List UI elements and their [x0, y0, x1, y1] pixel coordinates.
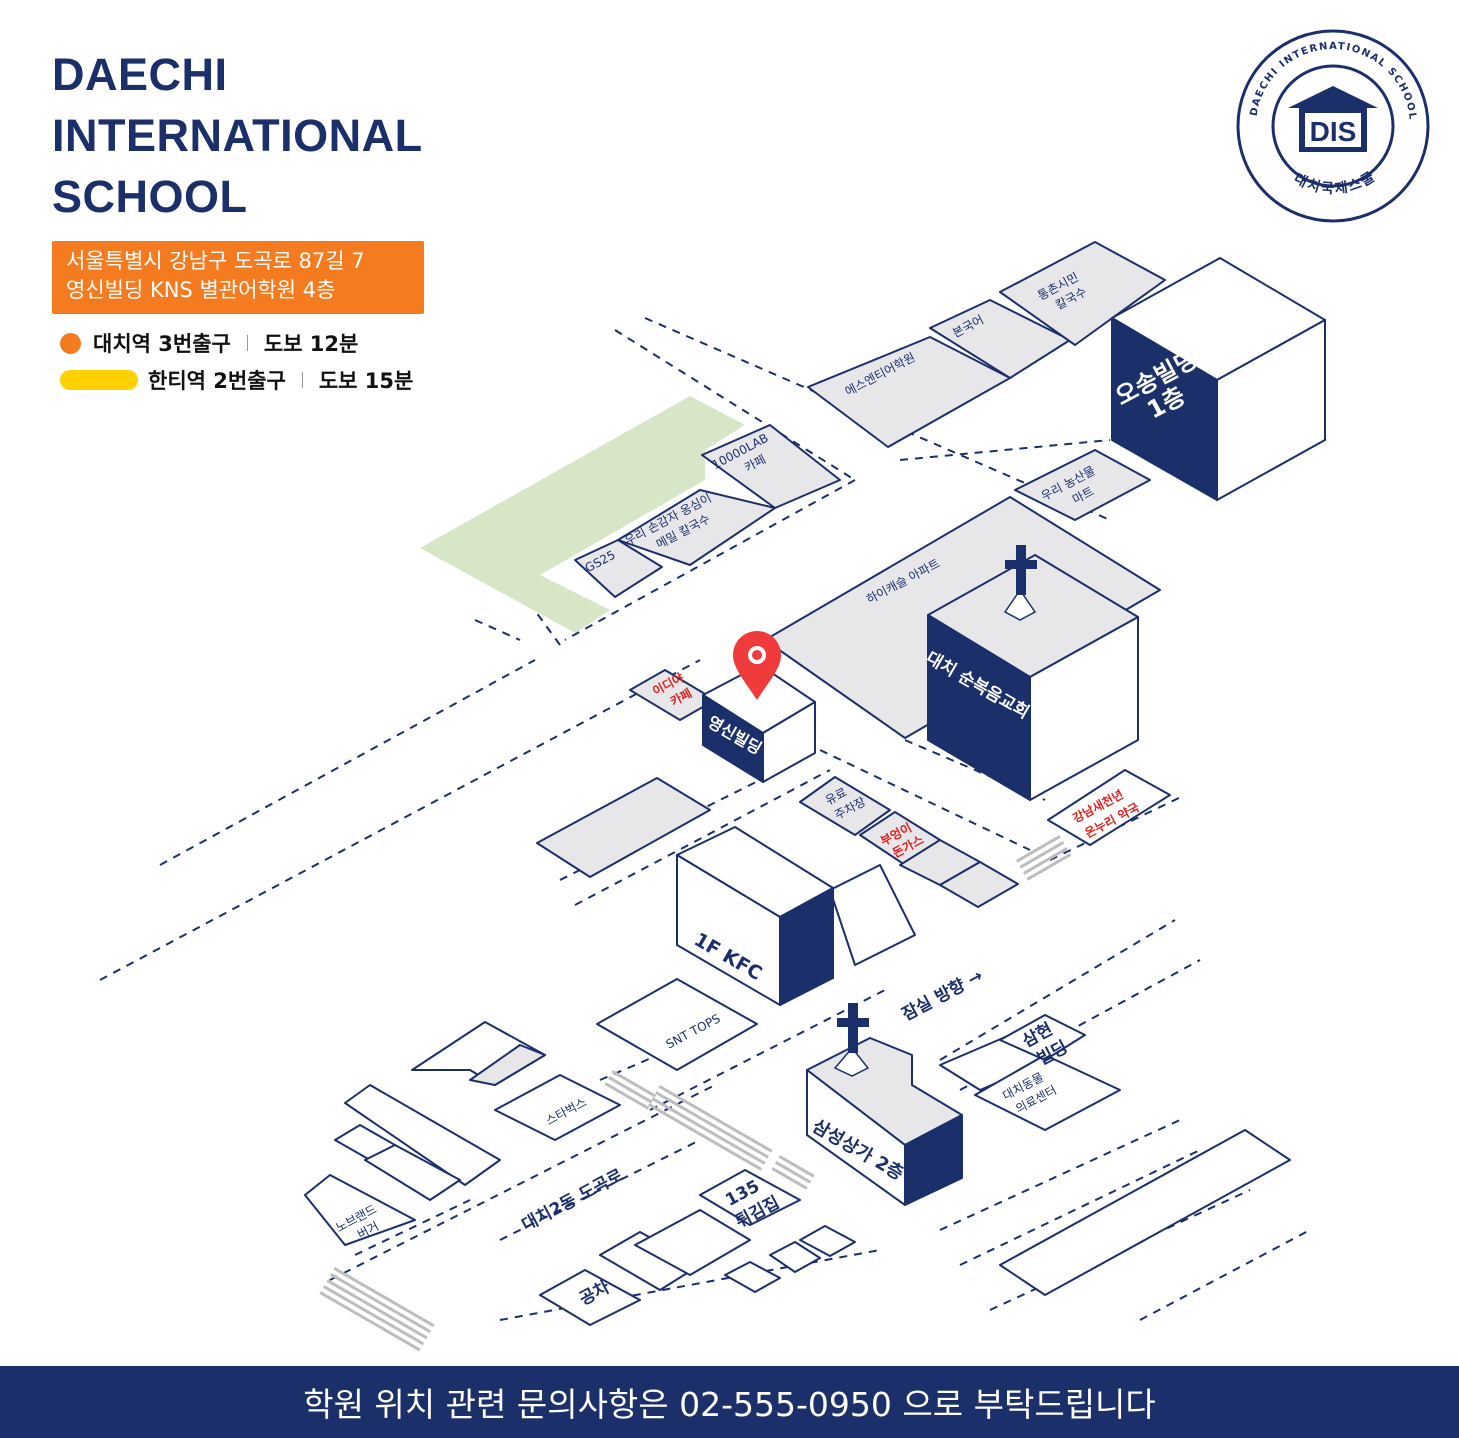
- jamsil-direction-label: 잠실 방향 →: [898, 965, 986, 1025]
- route-hanti: 한티역 2번출구 도보 15분: [60, 365, 413, 395]
- title-line-1: DAECHI: [52, 49, 228, 100]
- samsung-cross-icon: [833, 1003, 870, 1077]
- location-pin-icon: [733, 631, 781, 700]
- blocks: [304, 241, 1291, 1326]
- school-title: DAECHI INTERNATIONAL SCHOOL: [52, 44, 423, 227]
- crosswalks: [319, 835, 1072, 1352]
- osong-building: [1111, 257, 1326, 501]
- title-line-3: SCHOOL: [52, 171, 248, 222]
- campus-map: 오송빌딩 1층 통촌시민 칼국수 본국어 에스엔티어학원 10000LAB 카페…: [99, 241, 1326, 1352]
- orange-dot-icon: [60, 332, 81, 354]
- title-line-2: INTERNATIONAL: [52, 110, 423, 161]
- route-time: 도보 12분: [263, 332, 359, 356]
- church-cross-icon: [1003, 545, 1037, 621]
- footer-contact: 학원 위치 관련 문의사항은 02-555-0950 으로 부탁드립니다: [0, 1366, 1459, 1438]
- logo-abbr: DIS: [1310, 116, 1357, 147]
- route-time: 도보 15분: [318, 369, 414, 393]
- route-daechi: 대치역 3번출구 도보 12분: [60, 328, 358, 358]
- divider: [246, 335, 248, 351]
- address-box: 서울특별시 강남구 도곡로 87길 7 영신빌딩 KNS 별관어학원 4층: [52, 241, 424, 314]
- divider: [301, 372, 303, 388]
- yellow-line-icon: [60, 370, 138, 390]
- park-area: [420, 396, 745, 633]
- address-line-1: 서울특별시 강남구 도곡로 87길 7: [66, 249, 365, 273]
- church-building: [927, 554, 1139, 801]
- kfc-building: [676, 826, 834, 1006]
- route-station: 한티역 2번출구: [148, 369, 286, 393]
- youngshin-building: [702, 664, 816, 783]
- address-line-2: 영신빌딩 KNS 별관어학원 4층: [66, 278, 336, 302]
- school-logo: DAECHI INTERNATIONAL SCHOOL KOREA 대치국제스쿨…: [1233, 26, 1430, 223]
- route-station: 대치역 3번출구: [93, 332, 231, 356]
